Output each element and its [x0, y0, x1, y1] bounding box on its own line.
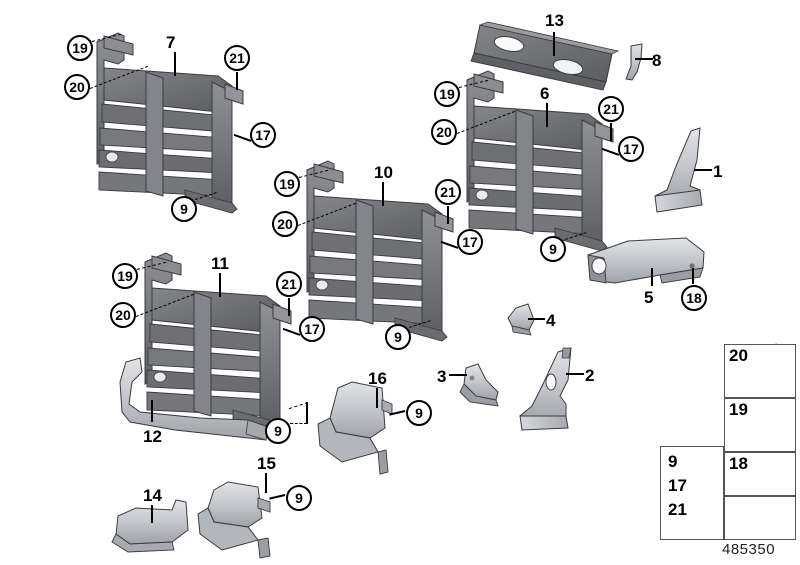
part-16-air-scoop — [317, 381, 393, 475]
part-number-label-3[interactable]: 3 — [437, 367, 447, 386]
leader-2 — [566, 373, 584, 375]
part-11-air-duct-frame — [144, 252, 292, 434]
leader-11 — [219, 273, 221, 297]
part-12-air-duct — [119, 357, 269, 441]
callout-bubble-9[interactable]: 9 — [171, 196, 197, 222]
callout-bubble-9[interactable]: 9 — [540, 236, 566, 262]
callout-bubble-18[interactable]: 18 — [681, 285, 707, 311]
leader-16 — [376, 388, 378, 408]
callout-bubble-20[interactable]: 20 — [64, 74, 90, 100]
part-number-label-6[interactable]: 6 — [540, 84, 550, 103]
leader-21a — [236, 72, 238, 90]
part-number-label-10[interactable]: 10 — [374, 163, 393, 182]
callout-bubble-19[interactable]: 19 — [112, 263, 138, 289]
legend-number-screw-9: 9 — [668, 452, 678, 471]
callout-bubble-17[interactable]: 17 — [457, 229, 483, 255]
leader-12 — [151, 400, 153, 422]
leader-10 — [382, 182, 384, 206]
callout-bubble-9[interactable]: 9 — [385, 324, 411, 350]
part-13-upper-cross-bar — [470, 21, 620, 91]
legend-number-screw-21: 21 — [668, 500, 687, 519]
part-number-label-8[interactable]: 8 — [652, 51, 662, 70]
part-6-air-duct-frame — [466, 70, 614, 252]
legend-cell-18 — [724, 452, 796, 496]
leader-21b — [610, 123, 612, 141]
part-number-label-12[interactable]: 12 — [143, 427, 162, 446]
callout-bubble-9[interactable]: 9 — [265, 418, 291, 444]
part-number-label-2[interactable]: 2 — [585, 366, 595, 385]
part-number-label-5[interactable]: 5 — [644, 288, 654, 307]
leader-9d-h — [281, 423, 307, 424]
callout-bubble-19[interactable]: 19 — [67, 35, 93, 61]
leader-8 — [635, 58, 653, 60]
leader-18a — [692, 268, 694, 284]
callout-bubble-20[interactable]: 20 — [110, 302, 136, 328]
legend-cell-screw — [660, 446, 724, 540]
leader-6 — [546, 103, 548, 127]
legend-cell-19 — [724, 398, 796, 452]
part-number-label-7[interactable]: 7 — [166, 33, 176, 52]
callout-bubble-20[interactable]: 20 — [431, 119, 457, 145]
part-number-label-11[interactable]: 11 — [211, 254, 229, 273]
leader-7 — [174, 52, 176, 76]
callout-bubble-9[interactable]: 9 — [286, 485, 312, 511]
part-1-air-duct-bracket — [654, 127, 703, 213]
part-14-air-guide — [111, 499, 189, 553]
legend-number-screw-17: 17 — [668, 476, 687, 495]
legend-cell-20 — [724, 344, 796, 398]
leader-14 — [151, 505, 153, 523]
part-number-label-1[interactable]: 1 — [713, 162, 723, 181]
legend-number-18: 18 — [729, 454, 748, 473]
part-4-mounting-bracket — [507, 303, 535, 336]
callout-bubble-21[interactable]: 21 — [276, 271, 302, 297]
leader-13 — [553, 32, 555, 56]
part-10-air-duct-frame — [306, 160, 454, 342]
callout-bubble-17[interactable]: 17 — [250, 122, 276, 148]
part-8-hook-bracket — [625, 43, 643, 81]
diagram-id-label: 485350 — [722, 541, 776, 558]
leader-4 — [528, 318, 545, 320]
part-number-label-4[interactable]: 4 — [546, 311, 556, 330]
leader-9d-v — [306, 402, 308, 424]
leader-1 — [694, 169, 712, 171]
part-number-label-16[interactable]: 16 — [368, 369, 387, 388]
part-2-air-duct-bracket — [519, 347, 572, 431]
legend-number-20: 20 — [729, 346, 748, 365]
callout-bubble-19[interactable]: 19 — [434, 81, 460, 107]
part-number-label-14[interactable]: 14 — [143, 486, 162, 505]
callout-bubble-21[interactable]: 21 — [224, 45, 250, 71]
callout-bubble-20[interactable]: 20 — [272, 211, 298, 237]
callout-bubble-9[interactable]: 9 — [406, 400, 432, 426]
callout-bubble-21[interactable]: 21 — [435, 179, 461, 205]
leader-5 — [651, 268, 653, 286]
legend-number-19: 19 — [729, 400, 748, 419]
legend-cell-arrow — [724, 496, 796, 540]
callout-bubble-21[interactable]: 21 — [598, 96, 624, 122]
part-15-air-scoop — [197, 481, 271, 559]
part-3-mounting-bracket — [459, 363, 499, 407]
part-7-air-duct-frame — [96, 32, 244, 214]
part-number-label-13[interactable]: 13 — [545, 11, 564, 30]
part-number-label-15[interactable]: 15 — [257, 454, 276, 473]
leader-15 — [265, 473, 267, 493]
leader-3 — [449, 374, 467, 376]
callout-bubble-19[interactable]: 19 — [274, 171, 300, 197]
leader-21d — [288, 298, 290, 316]
leader-21c — [447, 206, 449, 224]
callout-bubble-17[interactable]: 17 — [618, 136, 644, 162]
callout-bubble-17[interactable]: 17 — [299, 316, 325, 342]
